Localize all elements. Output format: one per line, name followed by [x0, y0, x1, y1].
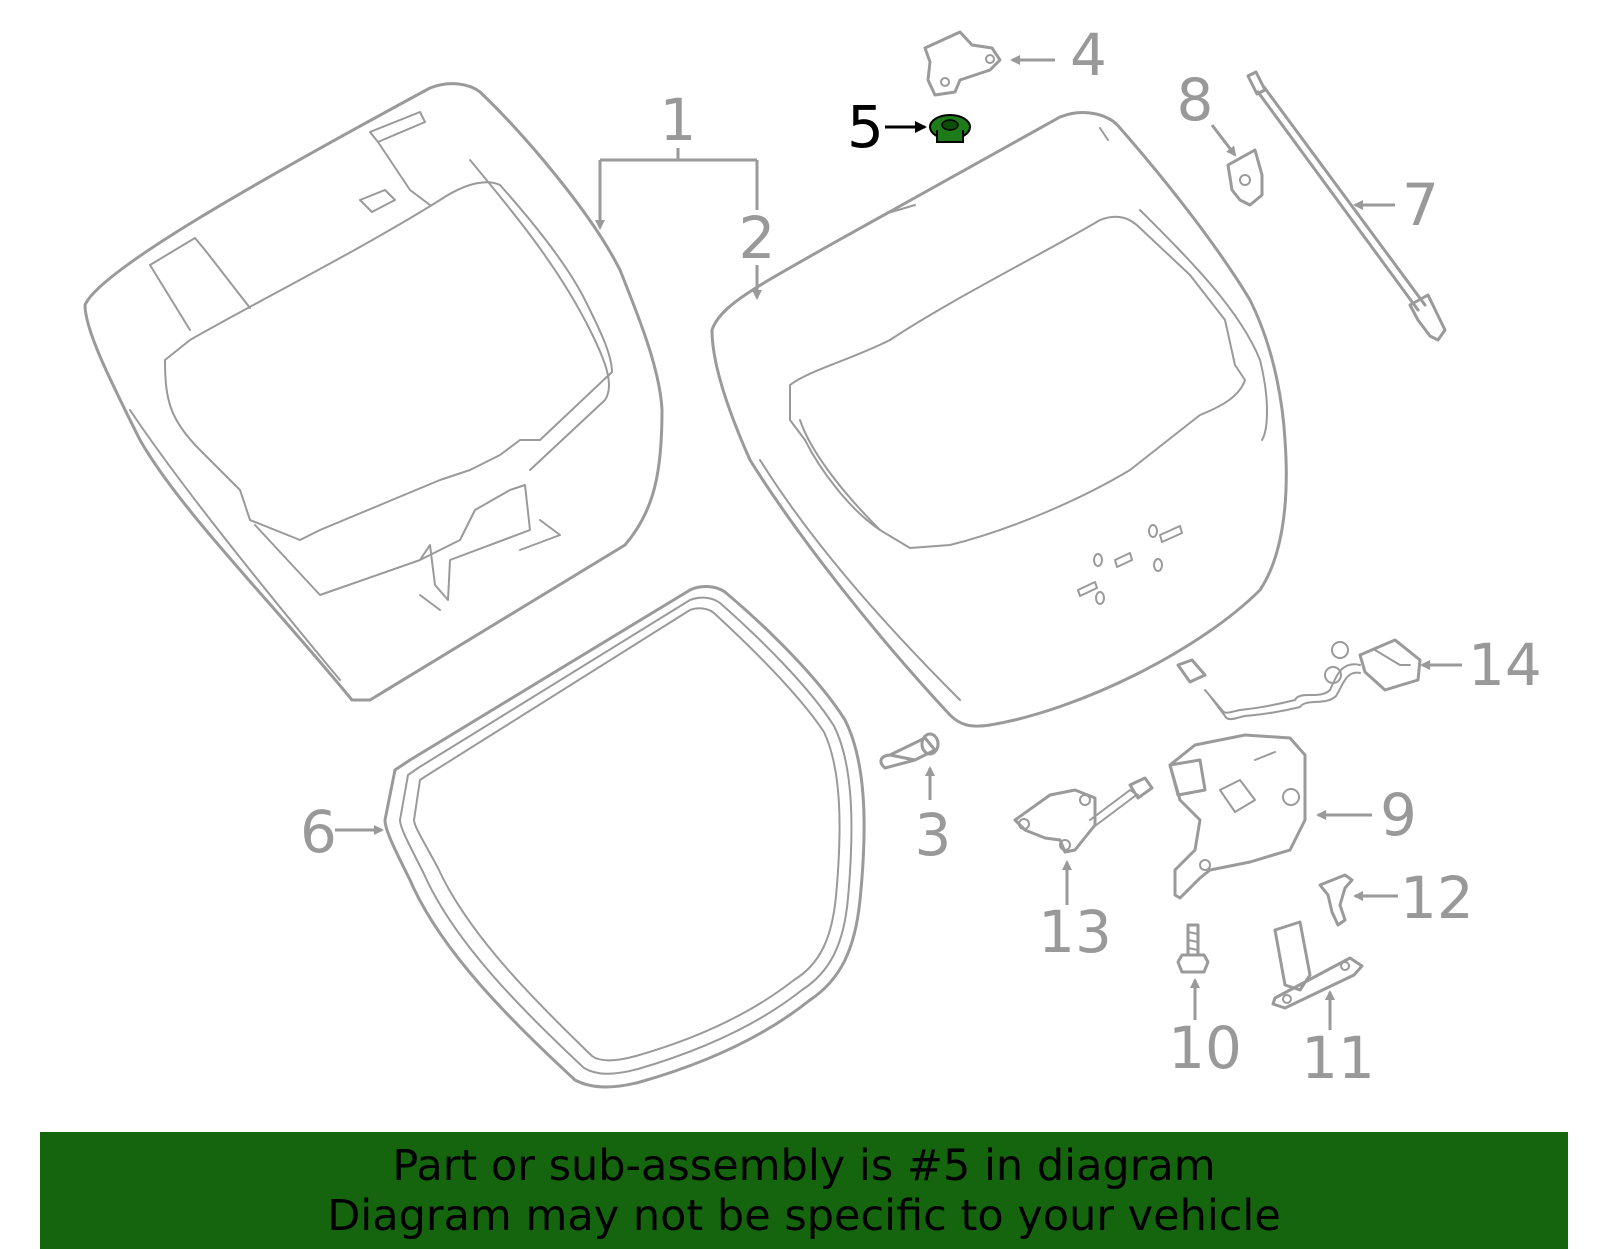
- leader-1: [598, 148, 759, 225]
- callout-12: 12: [1400, 864, 1474, 932]
- banner-line-disclaimer: Diagram may not be specific to your vehi…: [327, 1190, 1281, 1241]
- part-11-striker: [1271, 920, 1364, 1010]
- part-5-nut-highlighted: [929, 114, 971, 143]
- callout-9: 9: [1380, 781, 1417, 849]
- diagram-canvas: 1 2 3 4 5 6 7 8 9 10 11 12 13 14: [83, 21, 1542, 1092]
- banner-line-part-number: Part or sub-assembly is #5 in diagram: [392, 1140, 1216, 1191]
- callout-2: 2: [739, 204, 776, 272]
- callout-10: 10: [1168, 1014, 1242, 1082]
- callout-3: 3: [915, 801, 952, 869]
- callout-4: 4: [1070, 21, 1107, 89]
- part-3-bumper: [879, 732, 940, 770]
- callout-labels: 1 2 3 4 5 6 7 8 9 10 11 12 13 14: [300, 21, 1542, 1092]
- leader-lines: [335, 55, 1462, 1030]
- callout-6: 6: [300, 798, 337, 866]
- callout-11: 11: [1301, 1024, 1375, 1092]
- callout-7: 7: [1402, 171, 1439, 239]
- part-9-latch: [1168, 733, 1307, 900]
- part-7-gas-strut: [1246, 70, 1447, 342]
- part-10-bolt: [1176, 923, 1210, 974]
- part-12-clip: [1318, 873, 1354, 927]
- callout-1: 1: [660, 86, 697, 154]
- part-8-bracket: [1226, 148, 1264, 207]
- callout-5-highlighted: 5: [847, 93, 884, 161]
- callout-13: 13: [1038, 898, 1112, 966]
- part-13-actuator: [1013, 776, 1154, 854]
- part-2-outer-liftgate-shell: [710, 111, 1288, 728]
- part-14-license-lamp: [1176, 638, 1422, 721]
- leader-8: [1210, 124, 1237, 157]
- callout-14: 14: [1468, 631, 1542, 699]
- part-4-hinge: [923, 30, 1002, 97]
- info-banner: Part or sub-assembly is #5 in diagram Di…: [40, 1132, 1568, 1249]
- part-1-inner-liftgate-panel: [83, 82, 664, 702]
- part-6-weatherstrip: [383, 585, 866, 1089]
- callout-8: 8: [1177, 66, 1214, 134]
